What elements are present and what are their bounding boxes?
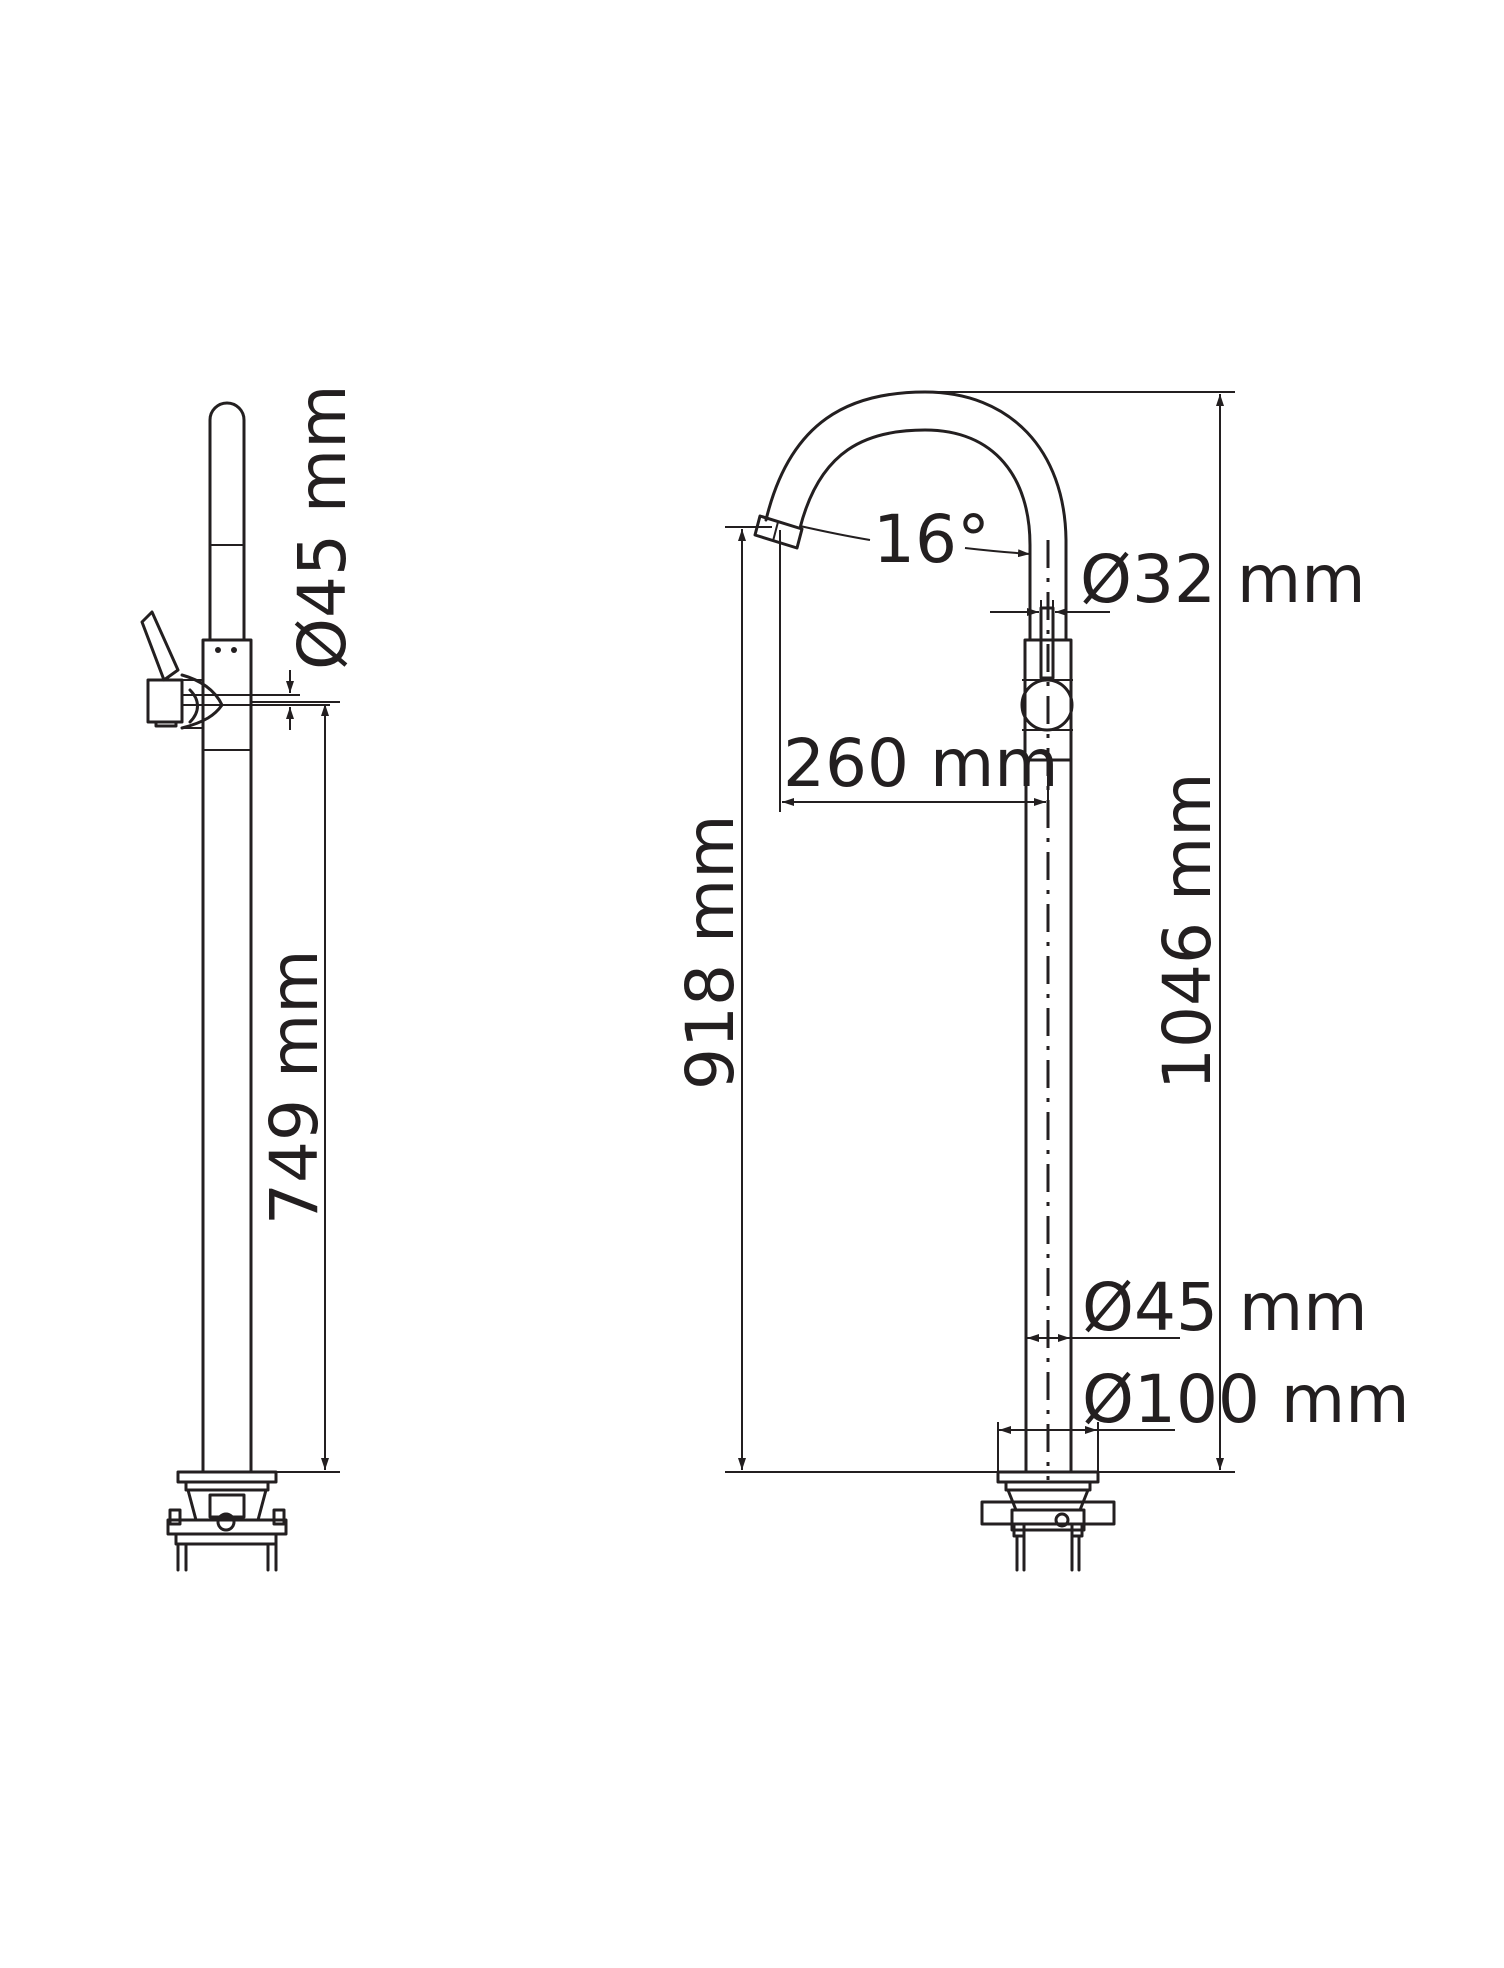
total-height-dimension: 1046 mm (925, 391, 1235, 1473)
side-lever-handle (140, 610, 180, 682)
pipe-diameter-label: Ø45 mm (1082, 1269, 1368, 1346)
base-diameter-dimension: Ø100 mm (997, 1361, 1410, 1472)
side-diameter-dimension: Ø45 mm (182, 385, 361, 730)
base-diameter-label: Ø100 mm (1082, 1361, 1410, 1438)
angle-label: 16° (873, 501, 990, 578)
total-height-label: 1046 mm (1149, 772, 1226, 1090)
reach-label: 260 mm (783, 725, 1059, 802)
spout-height-label: 918 mm (672, 814, 749, 1090)
handle-diameter-label: Ø32 mm (1080, 541, 1366, 618)
handle-diameter-dimension: Ø32 mm (990, 541, 1366, 620)
reach-dimension: 260 mm (779, 530, 1059, 812)
side-base (166, 1470, 288, 1572)
spout-height-dimension: 918 mm (672, 526, 998, 1473)
side-height-label: 749 mm (256, 949, 333, 1225)
side-height-dimension: 749 mm (251, 701, 340, 1473)
side-diameter-label: Ø45 mm (284, 385, 361, 671)
side-column (201, 638, 253, 1474)
pipe-diameter-dimension: Ø45 mm (1025, 1269, 1368, 1348)
angle-dimension: 16° (799, 501, 1031, 578)
front-view: 16° Ø32 mm 260 mm 918 mm (672, 390, 1410, 1572)
front-base (980, 1470, 1116, 1572)
side-view: Ø45 mm 749 mm (140, 385, 361, 1572)
side-upper-tube (208, 401, 246, 642)
